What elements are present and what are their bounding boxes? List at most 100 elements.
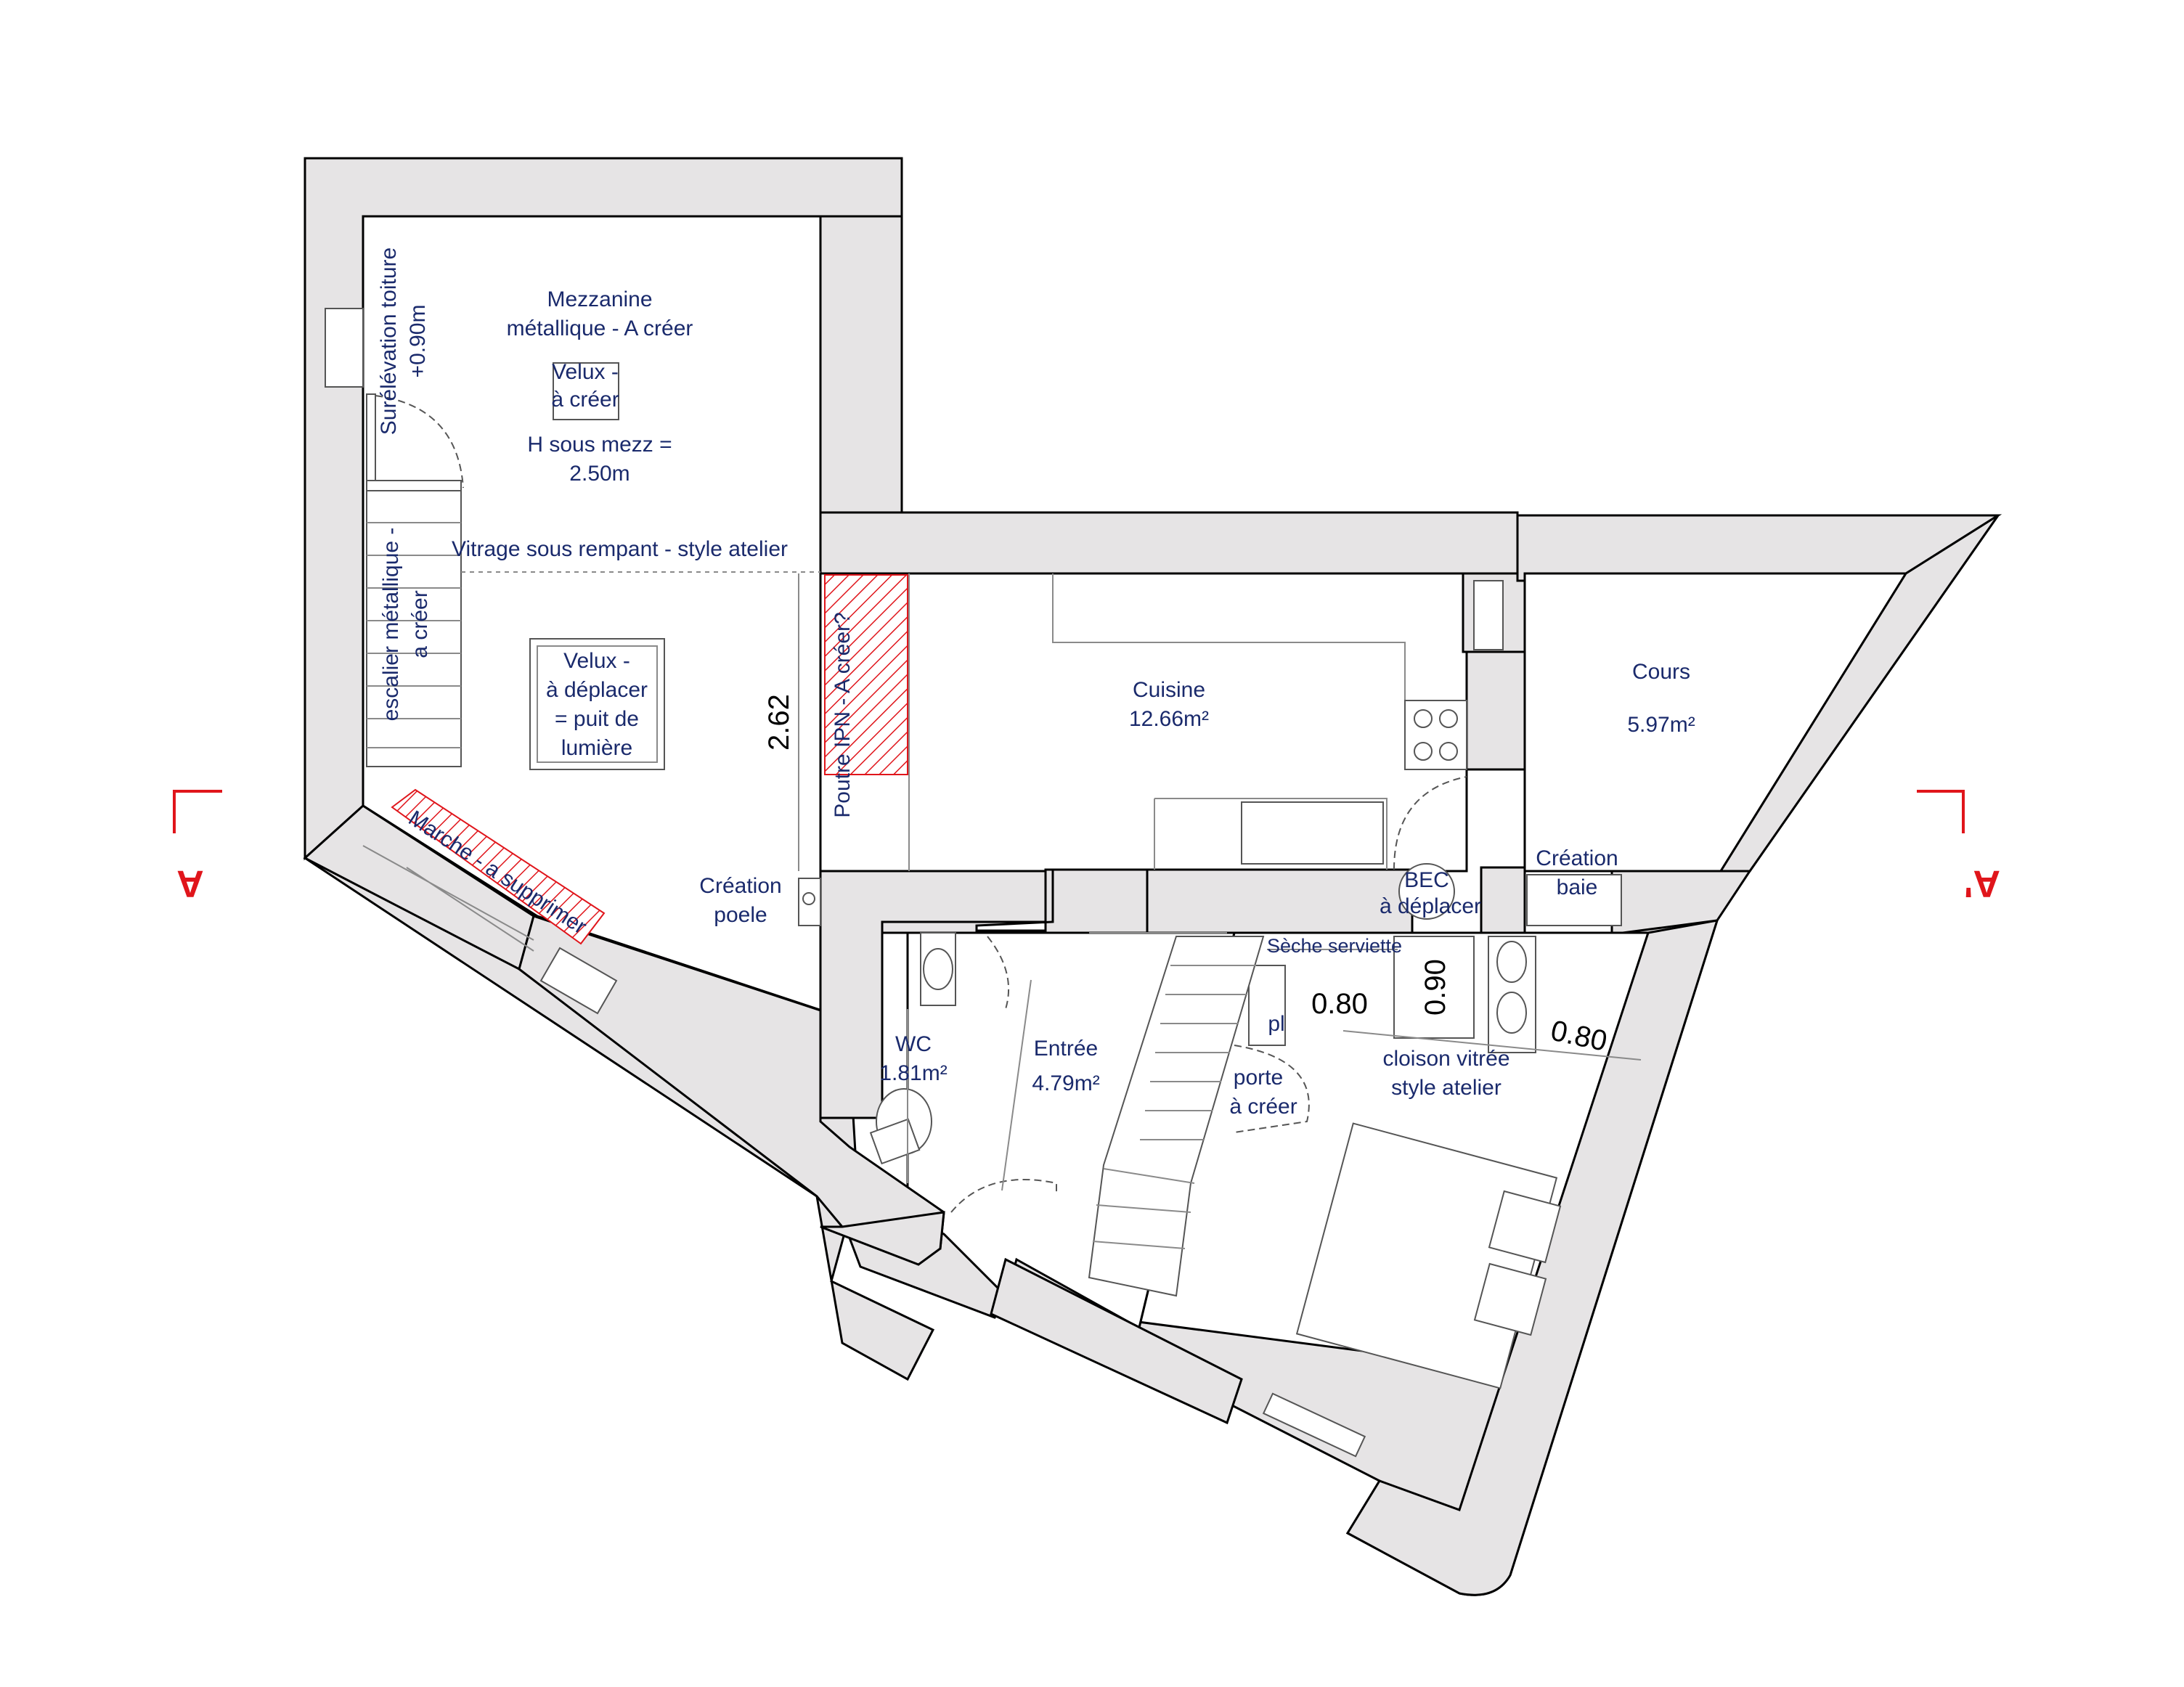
pillow-1	[1488, 1190, 1562, 1264]
wall-kitchen-bedroom	[1146, 868, 1414, 934]
cours-label-2: 5.97m²	[1627, 713, 1695, 737]
velux-top-label-1: Velux -	[552, 360, 619, 384]
window-bottom-left	[539, 947, 618, 1015]
window-opening-left	[362, 845, 534, 952]
wall-bottom-courtyard	[1610, 870, 1752, 934]
openings	[325, 308, 1622, 1458]
wc-sink-bowl	[923, 948, 953, 990]
wall-entry-sill	[820, 1211, 945, 1266]
placard	[1248, 965, 1286, 1046]
velux-mid-inner	[537, 645, 658, 763]
vanity-basin-1	[1496, 941, 1527, 983]
baie-window	[1526, 874, 1622, 926]
velux-mid-label-1: Velux -	[563, 649, 630, 673]
poele-flue	[802, 892, 815, 905]
wc-partition	[907, 979, 1032, 1191]
vanity-basin-2	[1496, 992, 1527, 1034]
door-swing-wc	[987, 936, 1010, 1010]
kitchen-counter-bottom	[1154, 798, 1388, 870]
pl-label: pl	[1268, 1012, 1284, 1036]
escalier-label-2: a créer	[408, 590, 432, 658]
section-left-label: A	[176, 862, 204, 904]
dim-090: 0.90	[1419, 959, 1451, 1016]
cuisine-label-2: 12.66m²	[1129, 707, 1209, 731]
porte-label-1: porte	[1234, 1066, 1283, 1090]
creation-baie-label-1: Création	[1536, 846, 1618, 870]
bec-circle	[1398, 863, 1455, 920]
door-swing-bedroom	[1234, 1045, 1310, 1133]
dim-262: 2.62	[763, 694, 795, 751]
kitchen-fixtures	[1052, 573, 1467, 870]
wall-bands	[303, 157, 2002, 1596]
mezzanine-label-2: métallique - A créer	[507, 316, 693, 340]
creation-baie-label-2: baie	[1557, 875, 1598, 899]
seche-serviette-label: Sèche serviette	[1267, 935, 1402, 957]
mezzanine-label-1: Mezzanine	[547, 287, 652, 311]
surelevation-label-2: +0.90m	[406, 305, 430, 378]
window-bedroom	[1262, 1392, 1366, 1458]
wall-right-bedroom	[1345, 919, 1719, 1596]
door-swing-mezz	[375, 395, 464, 489]
creation-poele-label-2: poele	[714, 903, 767, 927]
bec-label-2: à déplacer	[1380, 894, 1481, 918]
left-window	[366, 393, 376, 482]
wall-bottom-bedroom-2	[990, 1257, 1243, 1425]
dim-080-a: 0.80	[1311, 988, 1368, 1020]
cloison-label-1: cloison vitrée	[1382, 1047, 1509, 1071]
guide-lines	[461, 571, 1642, 1191]
hatched-elements	[391, 574, 908, 945]
cuisine-label-1: Cuisine	[1133, 678, 1205, 702]
wc-label-1: WC	[895, 1032, 932, 1056]
mezz-stair	[366, 490, 462, 767]
burner-4	[1439, 742, 1458, 761]
wall-right-of-mezz	[819, 215, 903, 514]
h-mezz-label-1: H sous mezz =	[527, 433, 672, 457]
cloison-label-2: style atelier	[1391, 1076, 1502, 1100]
velux-top-label-2: à créer	[551, 388, 619, 412]
cloison-vitree-line	[1342, 1030, 1642, 1061]
stairs	[366, 490, 1265, 1297]
kitchen-sink	[1241, 801, 1384, 865]
surelevation-label-1: Surélévation toiture	[377, 248, 401, 436]
creation-poele-label-1: Création	[699, 874, 781, 898]
h-mezz-label-2: 2.50m	[569, 462, 629, 486]
burner-2	[1439, 709, 1458, 728]
section-marker-left: A	[173, 790, 222, 904]
bedroom-fixtures	[1234, 863, 1562, 1389]
cours-label-1: Cours	[1632, 660, 1690, 684]
section-marker-right: A'	[1917, 790, 2000, 904]
bec-label-1: BEC	[1404, 868, 1449, 892]
pillow-2	[1473, 1262, 1547, 1336]
poutre-ipn	[824, 574, 908, 775]
mezz-stair-steps	[367, 522, 461, 748]
cooktop	[1404, 700, 1467, 770]
vitrage-label: Vitrage sous rempant - style atelier	[452, 537, 788, 561]
wall-baie-pillar	[1480, 866, 1526, 934]
velux-mid-label-3: = puit de	[555, 707, 639, 731]
entry-stair	[1088, 936, 1265, 1297]
entree-label-2: 4.79m²	[1032, 1071, 1099, 1095]
poutre-label: Poutre IPN - A créer?	[831, 612, 855, 817]
velux-mid-label-2: à déplacer	[546, 678, 648, 702]
stair-landing	[366, 480, 462, 491]
section-right-arrow	[1917, 790, 1965, 833]
burner-3	[1414, 742, 1433, 761]
velux-mid	[529, 638, 665, 770]
wall-kitchen-courtyard	[1465, 650, 1526, 771]
shower	[1393, 936, 1475, 1039]
wall-top-kitchen	[819, 511, 1519, 575]
wc-label-2: 1.81m²	[879, 1061, 947, 1085]
section-right-label: A'	[1964, 862, 2000, 904]
velux-top	[553, 362, 619, 420]
entree-label-1: Entrée	[1034, 1037, 1098, 1061]
burner-1	[1414, 709, 1433, 728]
door-swing-courtyard	[1393, 776, 1467, 870]
velux	[529, 362, 665, 770]
escalier-label-1: escalier métallique -	[379, 528, 403, 722]
door-swing-entry	[950, 1179, 1057, 1213]
courtyard-door-frame	[1473, 580, 1504, 650]
entry-stair-steps	[1092, 965, 1256, 1249]
marche-step	[391, 788, 606, 945]
section-left-arrow	[173, 790, 222, 833]
